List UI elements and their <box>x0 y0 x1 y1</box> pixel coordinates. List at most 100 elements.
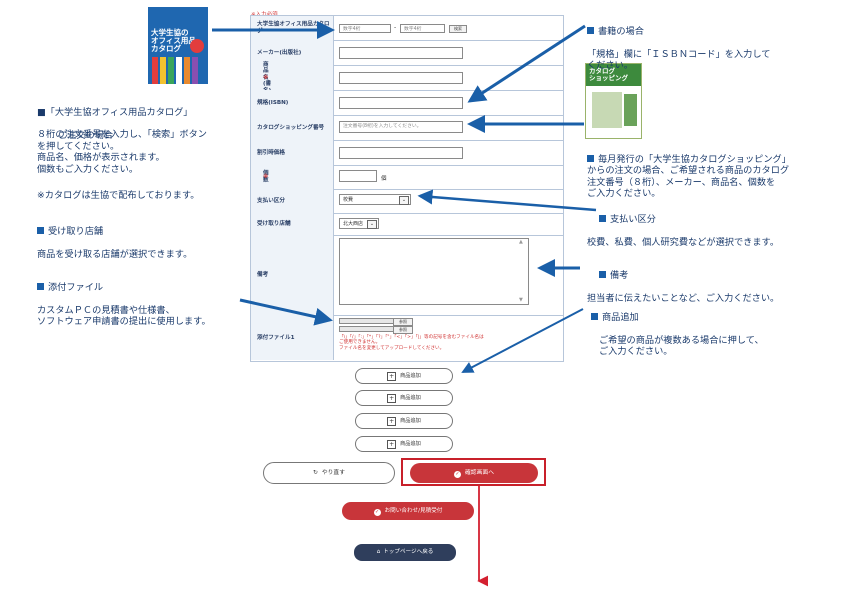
office-catalog-cover-image: 大学生協の オフィス用品 カタログ <box>148 7 208 84</box>
note-office-title: ■「大学生協オフィス用品カタログ」 <box>37 106 193 118</box>
note-add-body: ご希望の商品が複数ある場合に押して、 ご入力ください。 <box>599 334 764 358</box>
arrow-to-spec-field <box>467 24 586 103</box>
search-button[interactable]: 検索 <box>449 25 467 33</box>
catalog-shopping-label: カタログショッピング番号 <box>257 124 325 131</box>
square-bullet-icon <box>599 214 606 222</box>
note-monthly-body: 毎月発行の「大学生協カタログショッピング」 からの注文の場合、ご希望される商品の… <box>587 153 791 200</box>
check-circle-icon: ✓ <box>373 509 381 516</box>
square-bullet-icon <box>587 26 594 34</box>
catalog-number-input[interactable]: 注文番号(8桁)を入力してください。 <box>339 121 463 133</box>
form-label-cell: 支払い区分 <box>251 189 334 213</box>
plus-icon: + <box>387 372 397 381</box>
quantity-input[interactable] <box>339 170 377 182</box>
add-item-label: 商品追加 <box>400 395 421 401</box>
form-label-cell: メーカー(出版社) <box>251 40 334 65</box>
cover-band <box>586 64 641 86</box>
remarks-textarea[interactable] <box>339 238 529 305</box>
confirm-label: 確認画面へ <box>465 470 494 476</box>
office-code-input-1[interactable]: 数字4桁 <box>339 24 391 33</box>
store-select[interactable]: 北大西店⌄ <box>339 218 379 229</box>
note-books: 書籍の場合 「規格」欄に「ＩＳＢＮコード」を入力して ください。 <box>587 14 770 83</box>
note-monthly: 毎月発行の「大学生協カタログショッピング」 からの注文の場合、ご希望される商品の… <box>587 142 791 200</box>
inquiry-label: お問い合わせ/見積受付 <box>384 508 443 514</box>
note-books-body: 「規格」欄に「ＩＳＢＮコード」を入力して ください。 <box>587 48 771 72</box>
chevron-down-icon: ⌄ <box>399 196 409 205</box>
note-store: 受け取り店舗 商品を受け取る店舗が選択できます。 <box>37 214 192 272</box>
catalog-cover-badge <box>190 39 204 53</box>
square-bullet-icon <box>599 270 606 278</box>
office-catalog-cover-title: 大学生協の オフィス用品 カタログ <box>151 28 196 53</box>
cover-stripe <box>160 57 166 84</box>
add-item-button[interactable]: +商品追加 <box>355 436 453 452</box>
spec-label: 規格(ISBN) <box>257 99 289 106</box>
price-label: 割引時価格 <box>257 149 285 156</box>
plus-icon: + <box>387 394 397 403</box>
note-office-subtitle: ご注文の場合 <box>58 129 114 141</box>
form-label-cell: 商品名(書名)※ <box>251 61 334 93</box>
top-page-label: トップページへ戻る <box>383 549 434 555</box>
top-page-button[interactable]: ⌂トップページへ戻る <box>354 544 456 561</box>
plus-icon: + <box>387 440 397 449</box>
plus-icon: + <box>387 417 397 426</box>
note-store-body: 商品を受け取る店舗が選択できます。 <box>37 248 193 260</box>
form-row-name: 商品名(書名)※ <box>251 61 563 93</box>
add-item-label: 商品追加 <box>400 418 421 424</box>
form-row-price: 割引時価格 <box>251 140 563 166</box>
square-bullet-icon <box>591 312 598 320</box>
cover-stripe <box>192 57 198 84</box>
note-books-title: 書籍の場合 <box>598 25 644 37</box>
office-code-dash: - <box>394 24 397 31</box>
catalog-shopping-cover-image: カタログ ショッピング <box>585 63 642 139</box>
scroll-up-icon: ▲ <box>519 239 523 245</box>
note-office-footnote: ※カタログは生協で配布しております。 <box>37 190 200 201</box>
form-label-cell: 個数※ <box>251 165 334 189</box>
form-label-cell: 受け取り店舗 <box>251 213 334 235</box>
add-item-button[interactable]: +商品追加 <box>355 390 453 406</box>
required-asterisk: ※ <box>263 74 269 81</box>
browse-button[interactable]: 参照 <box>393 326 413 334</box>
attach-warning: 「\」「/」「:」「*」「?」「"」「<」「>」「|」等の記号を含むファイル名は… <box>339 335 484 351</box>
note-remarks-body: 担当者に伝えたいことなど、ご入力ください。 <box>587 292 780 304</box>
arrow-to-payment <box>417 189 597 212</box>
form-label-cell: 規格(ISBN) <box>251 90 334 115</box>
square-bullet-icon <box>587 154 594 162</box>
home-icon: ⌂ <box>376 549 381 555</box>
note-attach-title: 添付ファイル <box>48 281 104 293</box>
note-office-body: ８桁の注文番号を入力し、「検索」ボタン を押してください。 商品名、価格が表示さ… <box>37 129 207 175</box>
product-name-input[interactable] <box>339 72 463 84</box>
add-item-button[interactable]: +商品追加 <box>355 413 453 429</box>
form-label-cell: 備考 <box>251 235 334 315</box>
cover-stripe <box>184 57 190 84</box>
price-input[interactable] <box>339 147 463 159</box>
form-row-payment: 支払い区分 校費 ⌄ <box>251 189 563 214</box>
scroll-down-icon: ▼ <box>519 297 523 303</box>
confirm-button[interactable]: ✓ 確認画面へ <box>410 463 538 483</box>
maker-input[interactable] <box>339 47 463 59</box>
catalog-shopping-cover-title: カタログ ショッピング <box>589 67 628 82</box>
cover-stripe <box>176 57 182 84</box>
browse-button[interactable]: 参照 <box>393 318 413 326</box>
check-circle-icon: ✓ <box>454 471 461 478</box>
add-item-button[interactable]: +商品追加 <box>355 368 453 384</box>
chevron-down-icon: ⌄ <box>367 220 377 229</box>
form-label-cell: カタログショッピング番号 <box>251 115 334 140</box>
square-bullet-icon <box>37 226 44 234</box>
spec-isbn-input[interactable] <box>339 97 463 109</box>
note-attach-body: カスタムＰＣの見積書や仕様書、 ソフトウェア申請書の提出に使用します。 <box>37 304 211 328</box>
note-office-catalog: ■「大学生協オフィス用品カタログ」 ご注文の場合 <box>37 95 193 153</box>
form-row-catalog: カタログショッピング番号 注文番号(8桁)を入力してください。 <box>251 115 563 141</box>
inquiry-button[interactable]: ✓お問い合わせ/見積受付 <box>342 502 474 520</box>
square-bullet-icon <box>37 282 44 290</box>
office-code-input-2[interactable]: 数字4桁 <box>400 24 445 33</box>
note-remarks: 備考 担当者に伝えたいことなど、ご入力ください。 <box>587 258 779 316</box>
payment-select[interactable]: 校費 ⌄ <box>339 194 411 205</box>
maker-label: メーカー(出版社) <box>257 49 302 56</box>
payment-select-value: 校費 <box>343 197 354 203</box>
redo-button[interactable]: ↻やり直す <box>263 462 395 484</box>
form-row-remarks: 備考 ▲ ▼ <box>251 235 563 316</box>
cover-stripe <box>168 57 174 84</box>
note-store-title: 受け取り店舗 <box>48 225 104 237</box>
note-payment: 支払い区分 校費、私費、個人研究費などが選択できます。 <box>587 202 779 260</box>
note-payment-body: 校費、私費、個人研究費などが選択できます。 <box>587 236 780 248</box>
note-attach: 添付ファイル カスタムＰＣの見積書や仕様書、 ソフトウェア申請書の提出に使用しま… <box>37 270 211 339</box>
